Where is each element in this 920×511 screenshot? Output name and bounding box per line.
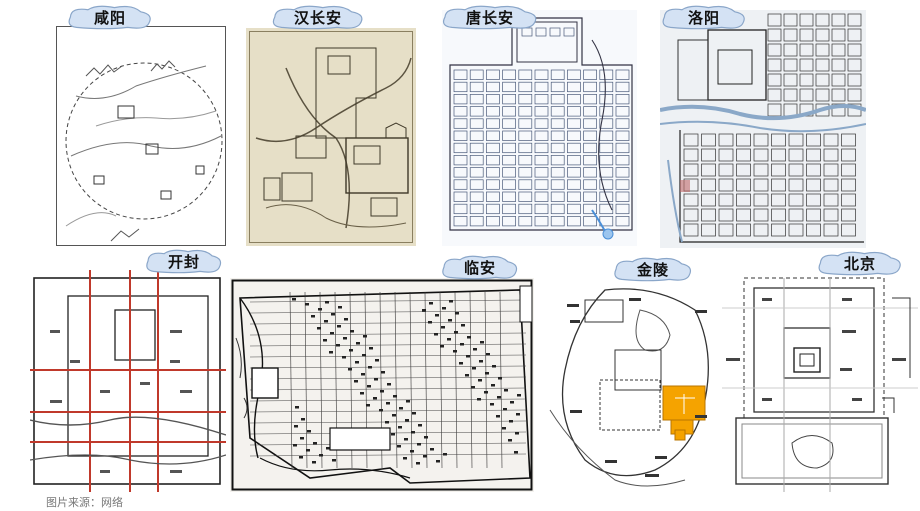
tag-linan: 临安 xyxy=(440,254,520,280)
tag-kaifeng: 开封 xyxy=(144,248,224,274)
image-credit: 图片来源：网络 xyxy=(46,496,123,509)
tag-label-tangchangan: 唐长安 xyxy=(465,8,514,27)
tag-label-luoyang: 洛阳 xyxy=(687,8,720,27)
tag-label-xianyang: 咸阳 xyxy=(93,8,126,27)
map-jinling xyxy=(545,280,720,492)
tag-label-linan: 临安 xyxy=(463,258,496,277)
tag-jinling: 金陵 xyxy=(612,256,694,282)
map-tangchangan xyxy=(442,10,637,246)
tag-beijing: 北京 xyxy=(816,250,904,276)
tag-label-kaifeng: 开封 xyxy=(167,252,200,271)
tag-xianyang: 咸阳 xyxy=(66,4,154,30)
tag-label-hanchangan: 汉长安 xyxy=(293,8,342,27)
map-luoyang xyxy=(660,10,866,248)
map-linan xyxy=(230,278,534,492)
map-xianyang xyxy=(56,26,226,246)
tag-label-jinling: 金陵 xyxy=(636,260,669,279)
map-kaifeng xyxy=(30,270,226,492)
map-beijing xyxy=(722,268,918,492)
tag-label-beijing: 北京 xyxy=(843,254,876,273)
map-hanchangan xyxy=(246,28,416,246)
tag-hanchangan: 汉长安 xyxy=(270,4,366,30)
tag-tangchangan: 唐长安 xyxy=(440,4,540,30)
tag-luoyang: 洛阳 xyxy=(660,4,748,30)
